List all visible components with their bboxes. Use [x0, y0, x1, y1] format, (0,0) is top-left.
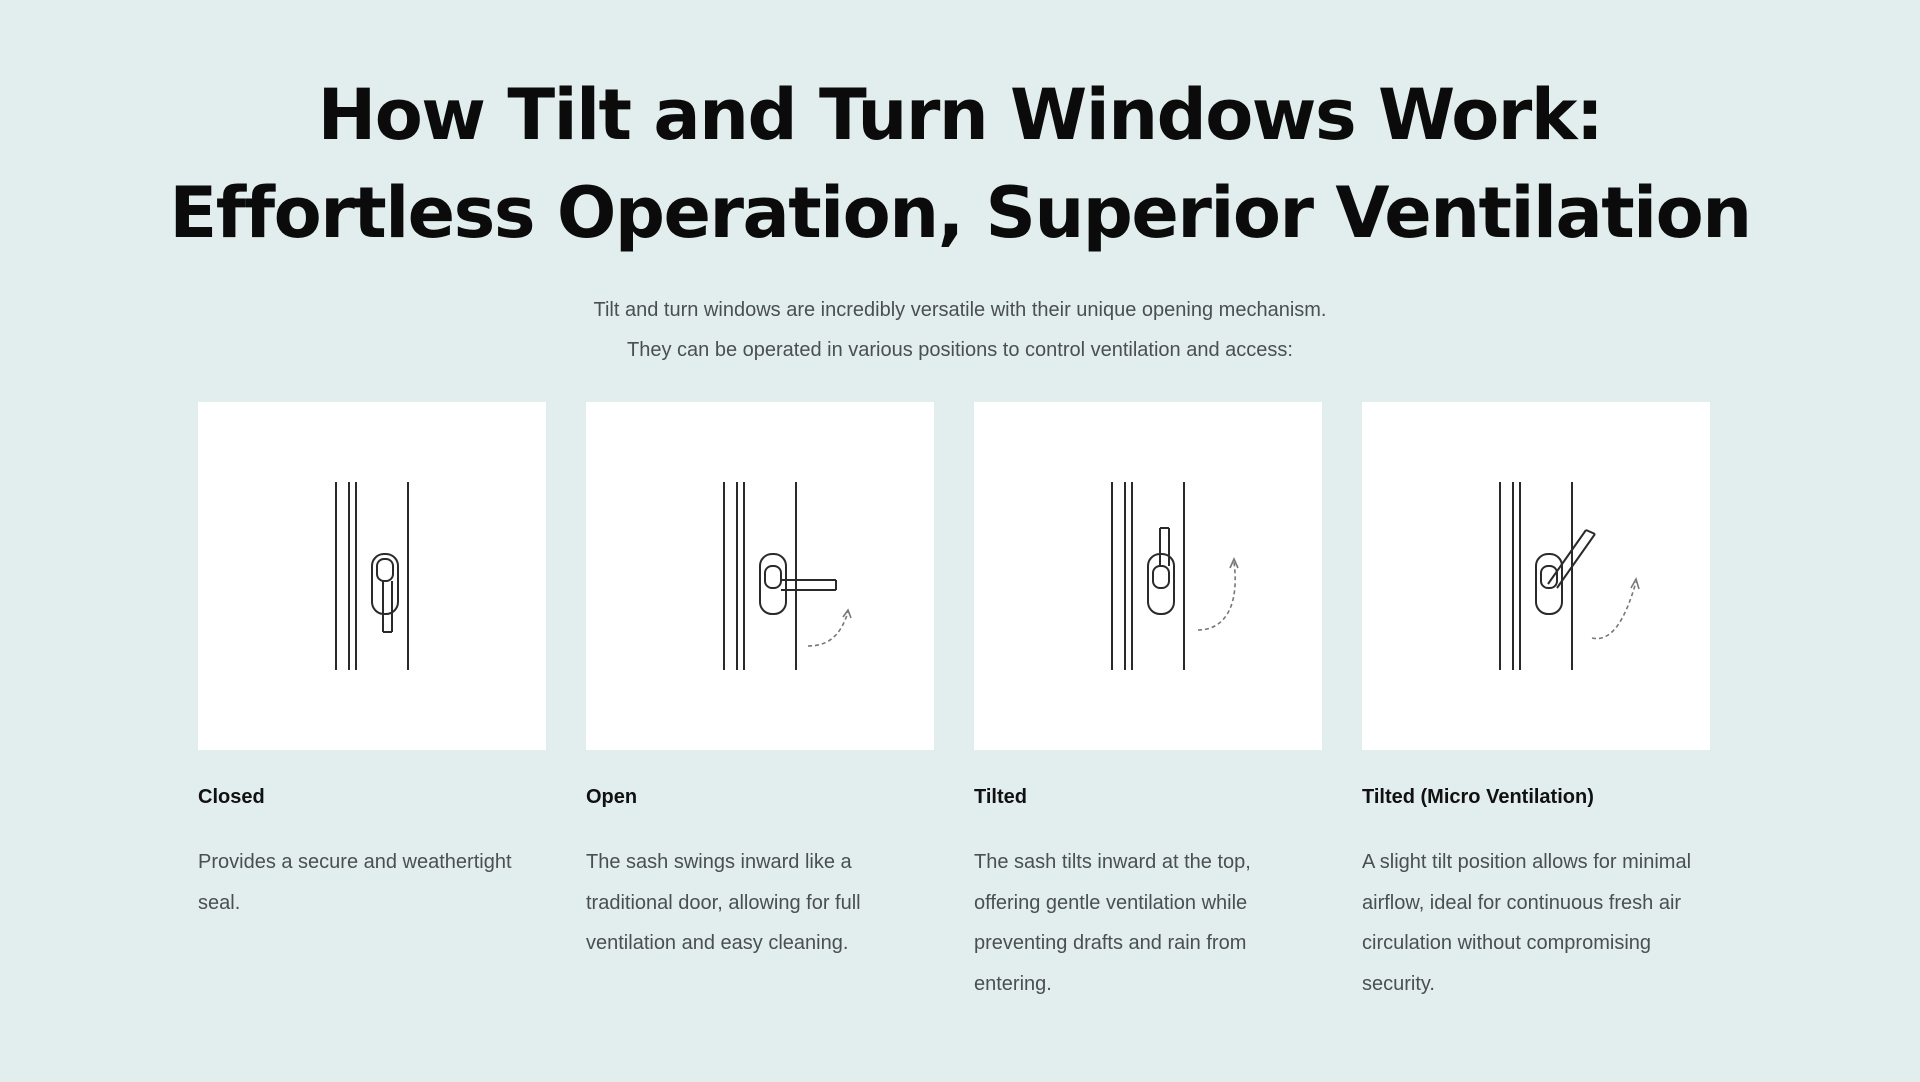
position-description: The sash tilts inward at the top, offeri… [974, 851, 1251, 995]
page-title-line-1: How Tilt and Turn Windows Work: [317, 74, 1604, 156]
window-positions-grid: Closed Provides a secure and weathertigh… [198, 402, 1712, 1004]
position-title: Tilted (Micro Ventilation) [1362, 786, 1594, 808]
position-card-micro-ventilation: Tilted (Micro Ventilation) A slight tilt… [1362, 402, 1710, 1004]
position-card-open: Open The sash swings inward like a tradi… [586, 402, 934, 1004]
position-card-tilted: Tilted The sash tilts inward at the top,… [974, 402, 1322, 1004]
position-title: Closed [198, 786, 265, 808]
position-title: Tilted [974, 786, 1027, 808]
page-title-line-2: Effortless Operation, Superior Ventilati… [169, 172, 1752, 254]
page-header: How Tilt and Turn Windows Work: Effortle… [0, 66, 1920, 262]
window-handle-closed-icon [335, 482, 409, 670]
illustration-tilted [974, 402, 1322, 750]
position-description: A slight tilt position allows for minima… [1362, 851, 1692, 995]
window-handle-open-icon [723, 482, 852, 670]
intro-line-1: Tilt and turn windows are incredibly ver… [593, 299, 1327, 321]
position-description: The sash swings inward like a traditiona… [586, 851, 861, 954]
intro-line-2: They can be operated in various position… [627, 339, 1293, 361]
page-title: How Tilt and Turn Windows Work: Effortle… [0, 66, 1920, 262]
intro-text: Tilt and turn windows are incredibly ver… [0, 290, 1920, 370]
position-card-closed: Closed Provides a secure and weathertigh… [198, 402, 546, 1004]
window-handle-micro-ventilation-icon [1499, 482, 1640, 670]
illustration-closed [198, 402, 546, 750]
illustration-micro-ventilation [1362, 402, 1710, 750]
illustration-open [586, 402, 934, 750]
position-description: Provides a secure and weathertight seal. [198, 851, 512, 914]
position-title: Open [586, 786, 638, 808]
window-handle-tilted-icon [1111, 482, 1239, 670]
